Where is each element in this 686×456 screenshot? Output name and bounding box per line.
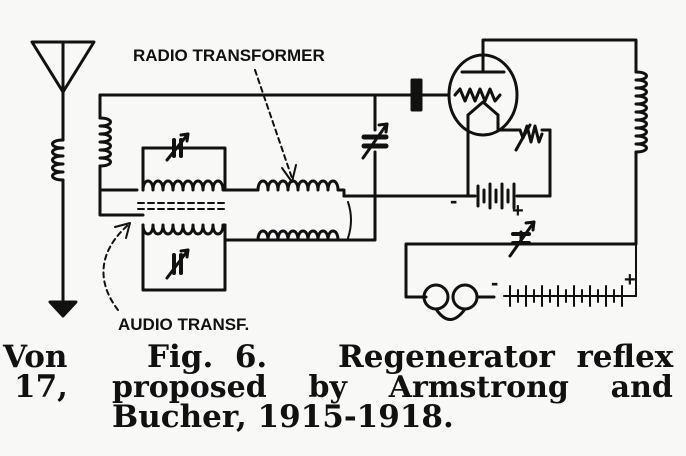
caption-line-3: Bucher, 1915-1918.	[112, 399, 454, 435]
ground-symbol	[48, 298, 78, 318]
caption-left-fragment-2: 17,	[14, 369, 68, 405]
bypass-capacitor	[508, 220, 536, 258]
vacuum-tube-symbol	[447, 53, 519, 137]
plate-battery	[503, 243, 637, 307]
caption-line-2: proposed by Armstrong and	[112, 370, 673, 405]
tuning-capacitor	[361, 122, 389, 160]
radio-transformer-label: RADIO TRANSFORMER	[133, 46, 325, 65]
antenna-symbol	[30, 40, 96, 107]
audio-transformer-core	[137, 202, 229, 210]
headphones-symbol	[422, 283, 496, 321]
variable-capacitor-bottom	[165, 248, 190, 280]
radio-transformer-coil-upper	[256, 179, 346, 198]
figure-title: Regenerator reflex	[338, 339, 674, 375]
caption-left-fragment-1: Von	[3, 339, 68, 375]
variable-capacitor-top	[165, 132, 190, 162]
grid-capacitor	[410, 78, 452, 112]
audio-transformer-coil-lower	[141, 223, 227, 236]
radio-transformer-coil-lower	[256, 229, 346, 242]
rheostat-symbol	[514, 123, 552, 198]
audio-transformer-label: AUDIO TRANSF.	[118, 315, 249, 334]
tickler-coil	[404, 70, 648, 299]
plate-battery-plus: +	[624, 269, 636, 291]
plate-battery-minus: -	[491, 270, 498, 295]
filament-battery	[460, 182, 552, 210]
antenna-coil	[51, 93, 112, 302]
figure-number: Fig. 6.	[147, 339, 268, 375]
audio-transformer-coil-upper	[141, 179, 227, 192]
filament-battery-minus: -	[450, 188, 457, 213]
filament-battery-plus: +	[512, 200, 524, 222]
